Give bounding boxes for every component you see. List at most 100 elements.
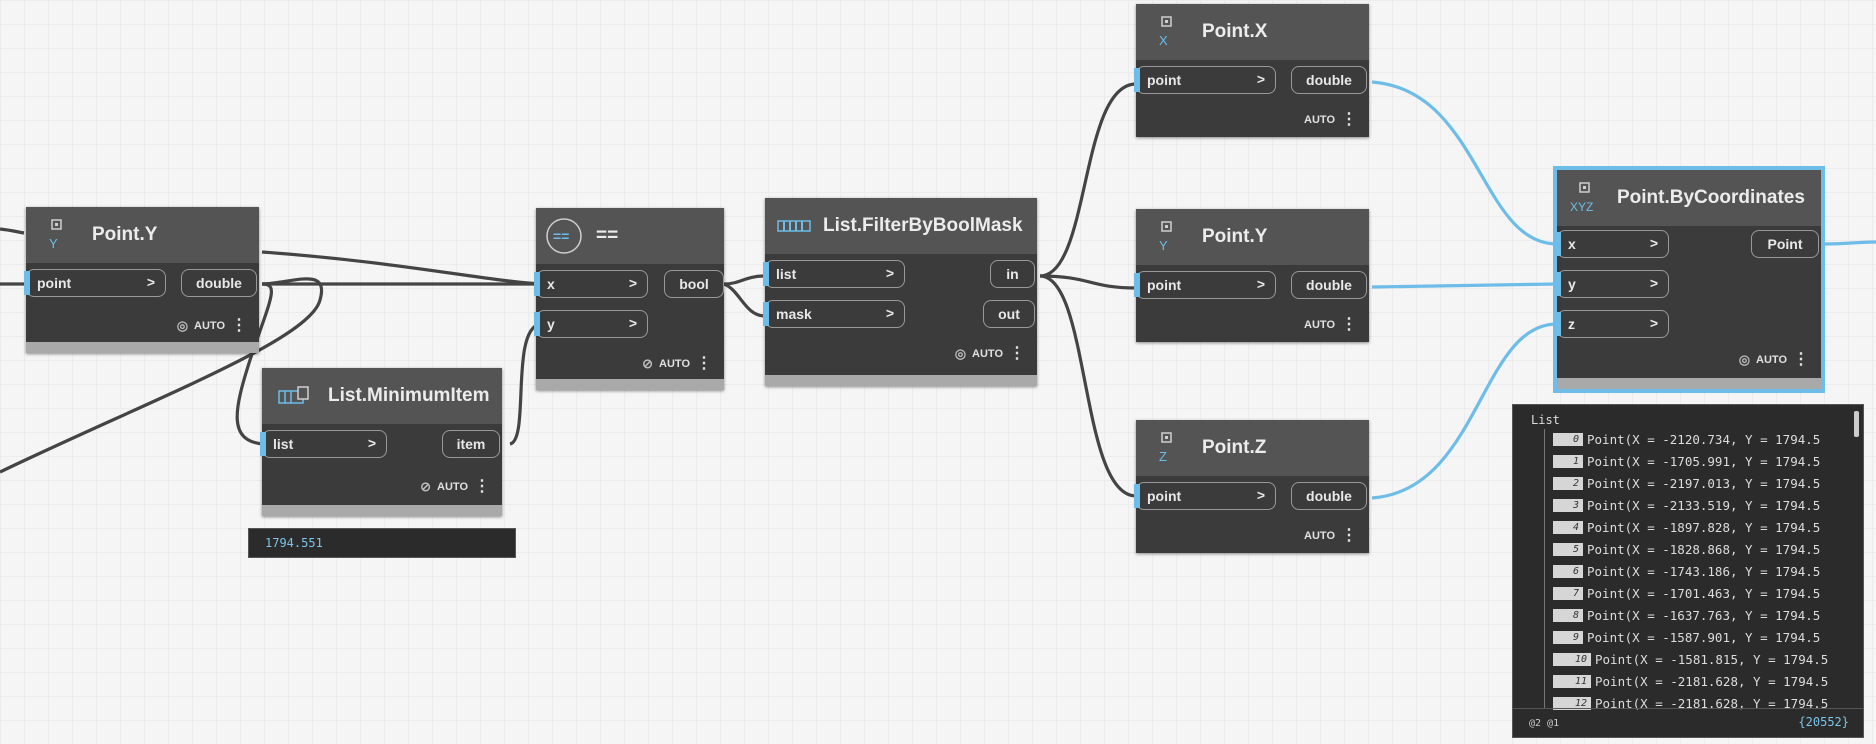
svg-text:XYZ: XYZ [1570, 200, 1593, 214]
more-options-icon[interactable]: ⋮ [696, 355, 712, 372]
output-port-double[interactable]: double [181, 269, 257, 297]
list-item-index: 12 [1553, 696, 1591, 710]
list-item-value: Point(X = -1701.463, Y = 1794.5 [1587, 585, 1821, 601]
lacing-control[interactable]: ⊘ AUTO ⋮ [642, 355, 712, 372]
svg-text:Y: Y [1159, 238, 1168, 253]
node-equals[interactable]: == == x> bool y> ⊘ AUTO ⋮ [534, 208, 724, 390]
node-preview-value: 1794.551 [248, 528, 516, 558]
node-header[interactable]: Z Point.Z [1136, 420, 1369, 476]
chevron-right-icon: > [885, 265, 894, 281]
input-port-point[interactable]: point> [24, 269, 166, 297]
list-item-index: 10 [1553, 652, 1591, 666]
more-options-icon[interactable]: ⋮ [1793, 351, 1809, 368]
lacing-control[interactable]: AUTO ⋮ [1304, 316, 1357, 333]
list-minimum-icon [276, 376, 316, 416]
preview-hidden-icon: ⊘ [420, 479, 432, 494]
list-levels[interactable]: @2 @1 [1529, 718, 1560, 729]
output-port-double[interactable]: double [1291, 482, 1367, 510]
list-item-value: Point(X = -1705.991, Y = 1794.5 [1587, 453, 1821, 469]
list-title: List [1531, 413, 1560, 427]
lacing-control[interactable]: ◎ AUTO ⋮ [176, 317, 247, 334]
node-list-minimum-item[interactable]: List.MinimumItem list> item ⊘ AUTO ⋮ [260, 368, 502, 516]
scrollbar-thumb[interactable] [1854, 411, 1859, 437]
input-port-x[interactable]: x> [534, 270, 648, 298]
node-point-x[interactable]: X Point.X point> double AUTO ⋮ [1134, 4, 1369, 137]
more-options-icon[interactable]: ⋮ [1341, 316, 1357, 333]
node-header[interactable]: Y Point.Y [26, 207, 259, 263]
output-port-bool[interactable]: bool [664, 270, 724, 298]
output-port-in[interactable]: in [990, 260, 1035, 288]
input-port-list[interactable]: list> [763, 260, 905, 288]
more-options-icon[interactable]: ⋮ [474, 478, 490, 495]
wire-offscreen-to-point-y [0, 227, 25, 235]
node-title: Point.Y [92, 224, 158, 245]
wire-filter-to-point-z [1039, 274, 1137, 498]
chevron-right-icon: > [1649, 315, 1658, 331]
node-footer [1557, 378, 1821, 389]
node-title: List.FilterByBoolMask [823, 215, 1023, 236]
svg-text:Y: Y [49, 236, 58, 251]
output-port-double[interactable]: double [1291, 271, 1367, 299]
node-point-z[interactable]: Z Point.Z point> double AUTO ⋮ [1134, 420, 1369, 553]
lacing-control[interactable]: ⊘ AUTO ⋮ [420, 478, 490, 495]
list-item-value: Point(X = -2197.013, Y = 1794.5 [1587, 475, 1821, 491]
more-options-icon[interactable]: ⋮ [1009, 345, 1025, 362]
chevron-right-icon: > [146, 274, 155, 290]
more-options-icon[interactable]: ⋮ [1341, 111, 1357, 128]
list-item-index: 11 [1553, 674, 1591, 688]
node-point-y-left[interactable]: Y Point.Y point> double ◎ AUTO ⋮ [24, 207, 259, 353]
node-header[interactable]: == == [536, 208, 724, 264]
chevron-right-icon: > [1256, 487, 1265, 503]
wire-bycoords-out [1823, 240, 1876, 246]
node-point-y-right[interactable]: Y Point.Y point> double AUTO ⋮ [1134, 209, 1369, 342]
lacing-control[interactable]: ◎ AUTO ⋮ [954, 345, 1025, 362]
node-header[interactable]: X Point.X [1136, 4, 1369, 60]
more-options-icon[interactable]: ⋮ [231, 317, 247, 334]
output-port-point[interactable]: Point [1751, 230, 1819, 258]
node-point-by-coordinates[interactable]: XYZ Point.ByCoordinates x> Point y> z> ◎… [1553, 166, 1825, 393]
input-port-y[interactable]: y> [534, 310, 648, 338]
input-port-point[interactable]: point> [1134, 271, 1276, 299]
chevron-right-icon: > [1649, 275, 1658, 291]
lacing-control[interactable]: AUTO ⋮ [1304, 111, 1357, 128]
more-options-icon[interactable]: ⋮ [1341, 527, 1357, 544]
chevron-right-icon: > [1649, 235, 1658, 251]
input-port-point[interactable]: point> [1134, 482, 1276, 510]
preview-visibility-icon: ◎ [954, 346, 967, 361]
output-port-item[interactable]: item [442, 430, 500, 458]
list-item-value: Point(X = -2120.734, Y = 1794.5 [1587, 431, 1821, 447]
node-header[interactable]: List.MinimumItem [262, 368, 502, 424]
point-y-icon: Y [1150, 217, 1190, 257]
output-port-double[interactable]: double [1291, 66, 1367, 94]
output-port-out[interactable]: out [983, 300, 1035, 328]
list-item-value: Point(X = -1587.901, Y = 1794.5 [1587, 629, 1821, 645]
node-footer [26, 342, 259, 353]
input-port-point[interactable]: point> [1134, 66, 1276, 94]
preview-visibility-icon: ◎ [1738, 352, 1751, 367]
equals-icon: == [544, 216, 584, 256]
lacing-control[interactable]: ◎ AUTO ⋮ [1738, 351, 1809, 368]
list-item: 1 Point(X = -1705.991, Y = 1794.5 [1553, 451, 1820, 471]
lacing-control[interactable]: AUTO ⋮ [1304, 527, 1357, 544]
list-item-index: 4 [1553, 520, 1583, 534]
input-port-list[interactable]: list> [260, 430, 387, 458]
node-title: == [596, 225, 619, 246]
chevron-right-icon: > [1256, 71, 1265, 87]
node-header[interactable]: Y Point.Y [1136, 209, 1369, 265]
node-header[interactable]: List.FilterByBoolMask [765, 198, 1037, 254]
input-port-x[interactable]: x> [1555, 230, 1669, 258]
input-port-z[interactable]: z> [1555, 310, 1669, 338]
node-title: List.MinimumItem [328, 385, 490, 406]
node-header[interactable]: XYZ Point.ByCoordinates [1557, 170, 1821, 226]
chevron-right-icon: > [1256, 276, 1265, 292]
input-port-mask[interactable]: mask> [763, 300, 905, 328]
input-port-y[interactable]: y> [1555, 270, 1669, 298]
node-list-filter-by-bool-mask[interactable]: List.FilterByBoolMask list> in mask> out… [763, 198, 1037, 386]
wire-x-to-bycoords [1371, 80, 1558, 246]
list-item-index: 1 [1553, 454, 1583, 468]
